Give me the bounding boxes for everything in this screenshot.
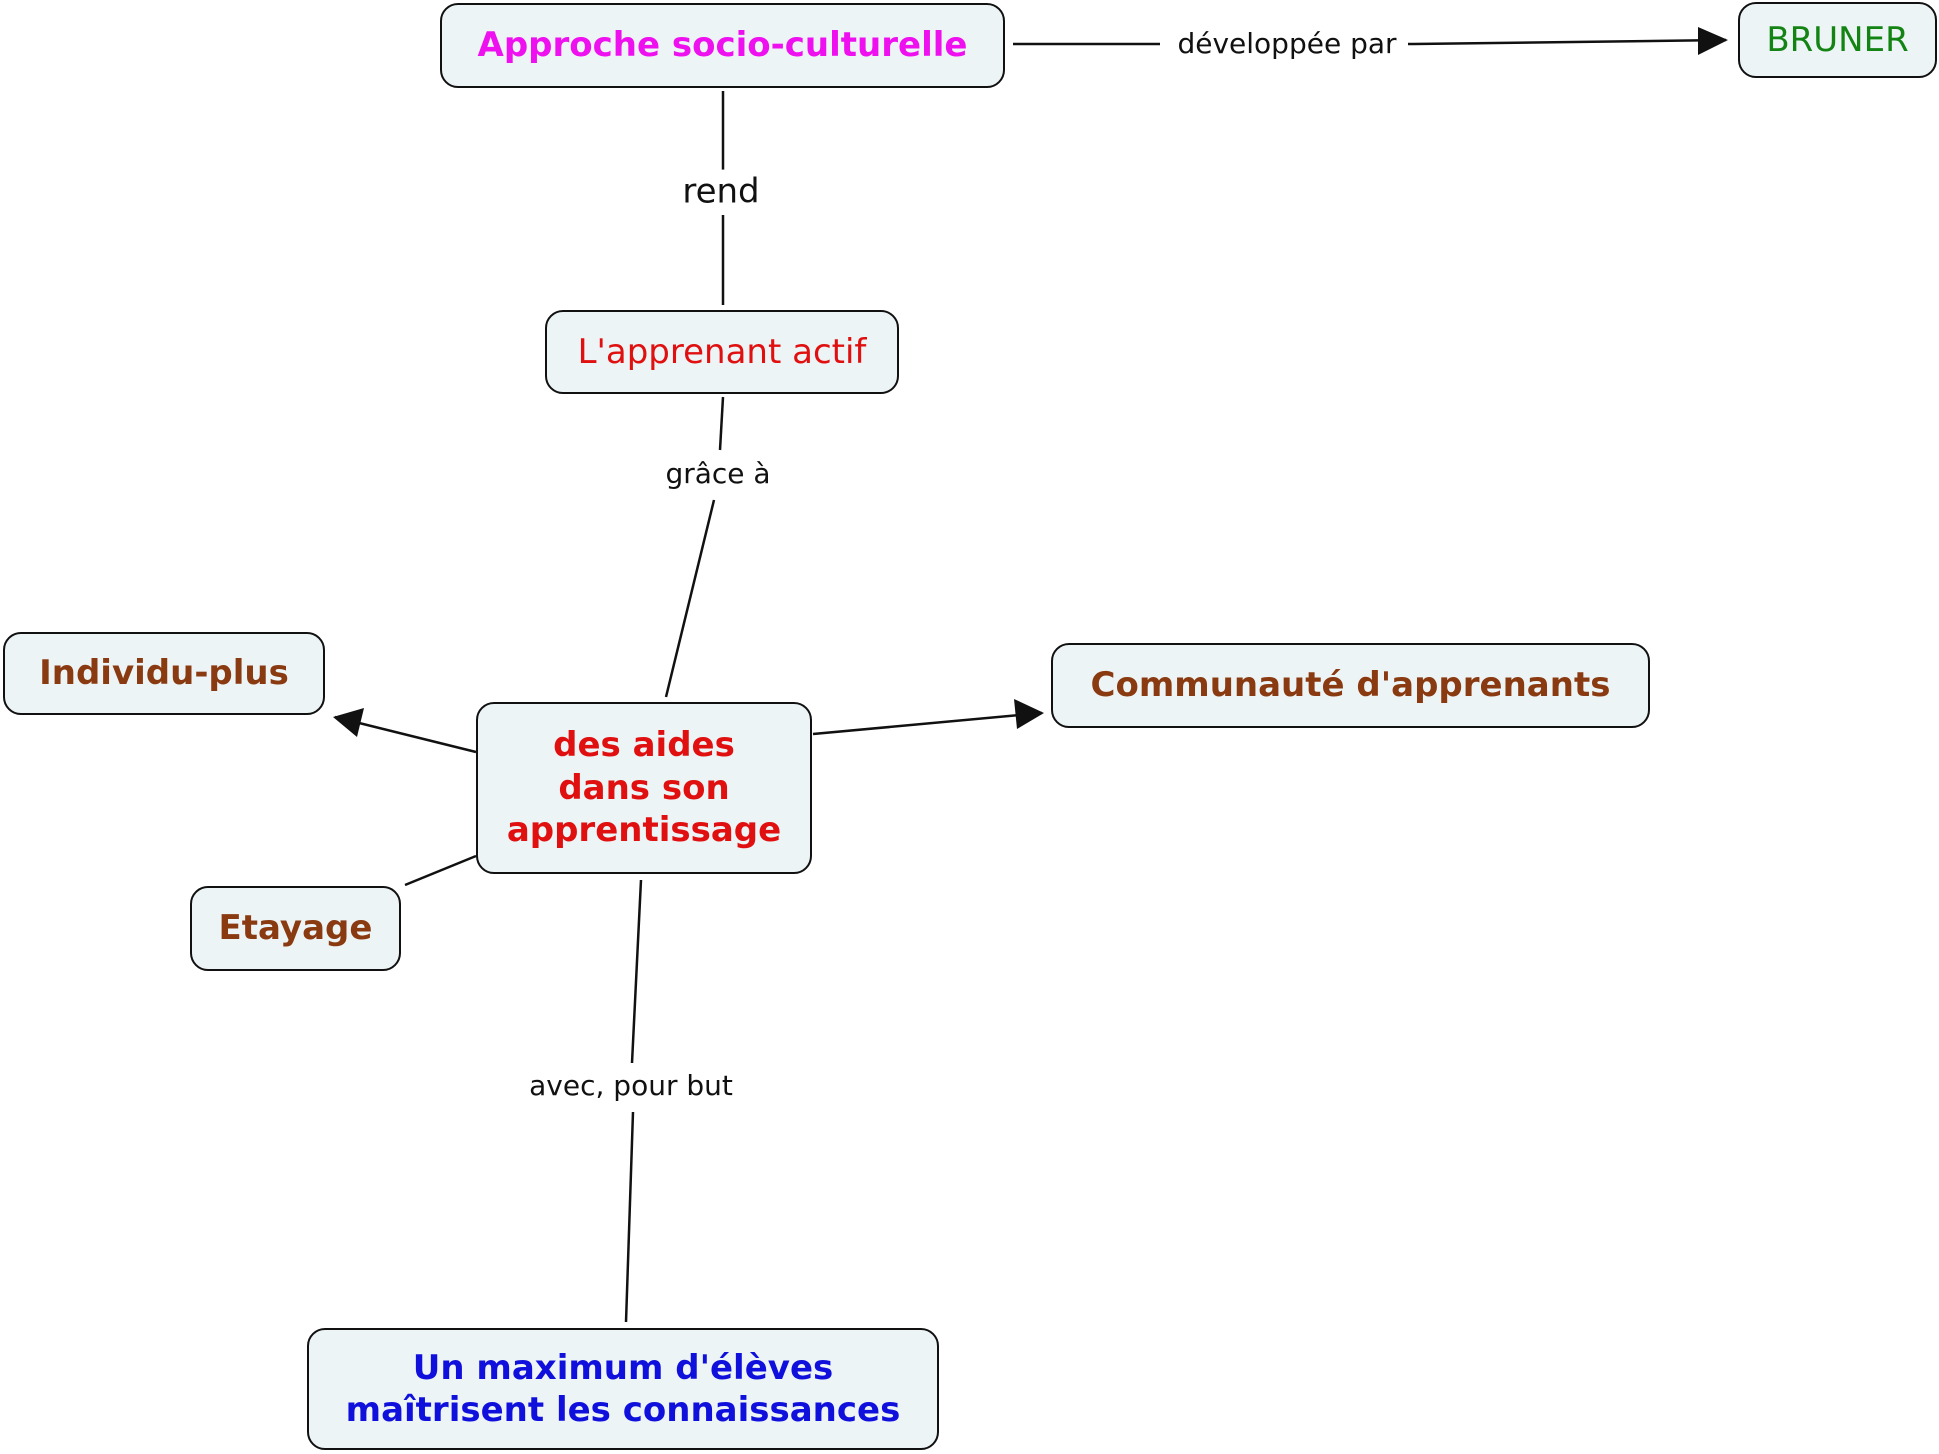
node-maximum-eleves[interactable]: Un maximum d'élèves maîtrisent les conna…	[307, 1328, 939, 1450]
node-apprenant-label: L'apprenant actif	[577, 331, 867, 372]
node-aides-line-3: apprentissage	[506, 810, 782, 851]
node-maximum-line-1: Un maximum d'élèves	[412, 1347, 834, 1388]
node-bruner[interactable]: BRUNER	[1738, 2, 1937, 78]
link-label-developpee-par: développée par	[1171, 25, 1403, 63]
node-individu-label: Individu-plus	[39, 653, 289, 694]
arrowhead-individu	[333, 708, 364, 737]
link-label-avec-pour-but: avec, pour but	[523, 1067, 739, 1105]
link-label-rend: rend	[676, 169, 766, 215]
arrowhead-bruner	[1698, 27, 1728, 55]
node-aides-line-1: des aides	[553, 725, 735, 766]
link-line-apprenant-to-grace	[718, 396, 725, 451]
link-line-aides-to-avec	[630, 879, 643, 1064]
node-etayage-label: Etayage	[218, 908, 373, 949]
node-bruner-label: BRUNER	[1766, 19, 1909, 60]
link-line-developpee-to-bruner	[1413, 38, 1727, 46]
node-maximum-line-2: maîtrisent les connaissances	[345, 1390, 901, 1430]
link-line-avec-to-maximum	[624, 1111, 635, 1323]
link-line-grace-to-aides	[664, 499, 716, 698]
node-individu-plus[interactable]: Individu-plus	[3, 632, 325, 715]
node-apprenant-actif[interactable]: L'apprenant actif	[545, 310, 899, 394]
link-label-grace-a: grâce à	[659, 455, 777, 493]
node-approche-socio-culturelle[interactable]: Approche socio-culturelle	[440, 3, 1005, 88]
node-communaute-apprenants[interactable]: Communauté d'apprenants	[1051, 643, 1650, 728]
node-approche-label: Approche socio-culturelle	[477, 25, 968, 66]
node-etayage[interactable]: Etayage	[190, 886, 401, 971]
node-communaute-label: Communauté d'apprenants	[1090, 665, 1611, 706]
link-line-aides-to-etayage	[404, 854, 477, 887]
arrowhead-communaute	[1014, 699, 1044, 729]
node-des-aides[interactable]: des aides dans son apprentissage	[476, 702, 812, 874]
link-line-aides-to-communaute	[812, 711, 1043, 736]
node-aides-line-2: dans son	[558, 767, 730, 808]
